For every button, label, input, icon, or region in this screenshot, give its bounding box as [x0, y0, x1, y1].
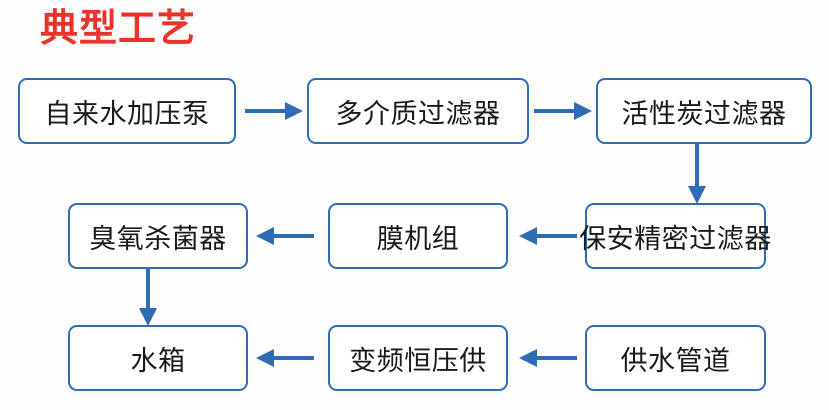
arrow-n1-to-n2 [245, 100, 303, 122]
arrow-n3-to-n4 [686, 144, 708, 204]
node-water-supply-pipeline[interactable]: 供水管道 [585, 325, 766, 391]
node-activated-carbon-filter[interactable]: 活性炭过滤器 [596, 78, 812, 144]
page-title: 典型工艺 [40, 6, 197, 50]
arrow-n6-to-n7 [137, 269, 159, 326]
arrow-n8-to-n7 [256, 347, 314, 369]
arrow-n9-to-n8 [519, 347, 577, 369]
node-security-precision-filter[interactable]: 保安精密过滤器 [579, 203, 771, 269]
node-water-tank[interactable]: 水箱 [68, 325, 248, 391]
node-variable-frequency-constant-pressure-supply[interactable]: 变频恒压供 [328, 325, 508, 391]
arrow-n2-to-n3 [534, 100, 592, 122]
node-multimedia-filter[interactable]: 多介质过滤器 [307, 78, 529, 144]
node-membrane-unit[interactable]: 膜机组 [328, 203, 508, 269]
arrow-n4-to-n5 [519, 225, 577, 247]
node-tap-water-booster-pump[interactable]: 自来水加压泵 [18, 78, 236, 144]
node-ozone-sterilizer[interactable]: 臭氧杀菌器 [68, 203, 248, 269]
arrow-n5-to-n6 [256, 225, 314, 247]
